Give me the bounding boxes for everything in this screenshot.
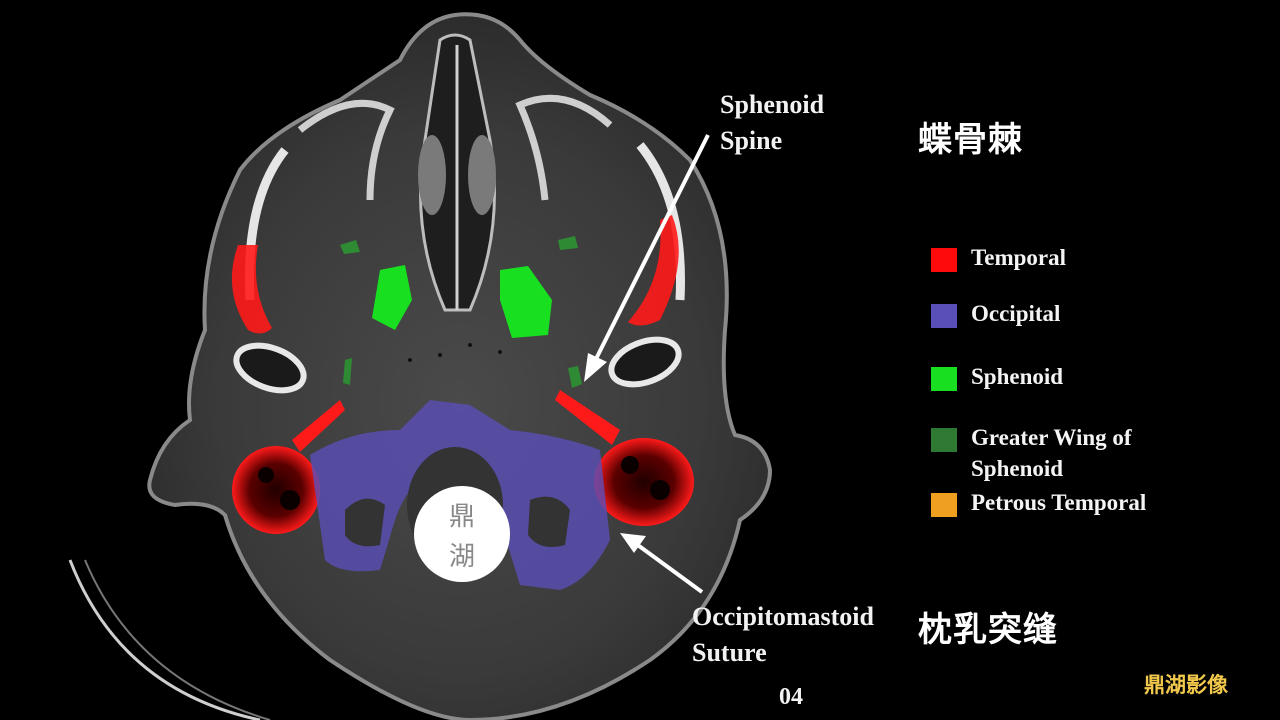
right-turbinate <box>468 135 496 215</box>
occipital-bone <box>310 400 610 590</box>
scanner-table-arc <box>68 559 261 720</box>
scanner-table-arc-inner <box>84 559 271 720</box>
sphenoid-spine-cn-label: 蝶骨棘 <box>918 120 1023 160</box>
occipitomastoid-label-line2: Suture <box>692 638 767 667</box>
right-orbit-wall <box>515 94 613 201</box>
left-small-sphenoid <box>343 358 352 385</box>
left-mandibular-condyle <box>233 342 307 394</box>
sphenoid-spine-label-line2: Spine <box>720 126 783 155</box>
legend-item-temporal: Temporal <box>931 242 1066 273</box>
right-mastoid <box>594 438 694 526</box>
right-sphenoid-pterygoid <box>500 266 552 338</box>
right-greater-wing <box>558 236 578 250</box>
sphenoid-spine-arrowhead <box>584 353 607 382</box>
occipitomastoid-label-line1: Occipitomastoid <box>692 602 874 631</box>
sphenoid-spine-label-line1: Sphenoid <box>720 90 825 119</box>
watermark-char-1: 鼎 <box>448 502 475 532</box>
bone-legend: Temporal Occipital Sphenoid Greater Wing… <box>931 238 1191 528</box>
occipitomastoid-cn-label: 枕乳突缝 <box>918 610 1058 650</box>
left-temporal-squama <box>231 245 272 334</box>
right-mandibular-condyle <box>608 336 682 388</box>
sphenoid-spine-mark <box>568 366 582 388</box>
legend-item-greater-wing: Greater Wing of Sphenoid <box>931 422 1132 484</box>
watermark-char-2: 湖 <box>448 542 475 572</box>
sphenoid-spine-arrow <box>591 134 710 366</box>
left-mastoid <box>232 446 320 534</box>
legend-swatch-temporal <box>931 248 957 272</box>
right-zygoma <box>636 142 685 301</box>
watermark-seal: 鼎 湖 <box>414 486 510 582</box>
legend-swatch-petrous <box>931 493 957 517</box>
legend-swatch-sphenoid <box>931 367 957 391</box>
legend-swatch-greater-wing <box>931 428 957 452</box>
occipitomastoid-arrow <box>633 541 704 594</box>
right-petrous-ridge <box>555 390 620 445</box>
legend-label-sphenoid: Sphenoid <box>971 364 1064 389</box>
left-orbit-wall <box>297 99 395 201</box>
legend-item-petrous: Petrous Temporal <box>931 487 1146 518</box>
brand-watermark: 鼎湖影像 <box>1144 673 1228 697</box>
legend-label-temporal: Temporal <box>971 245 1066 270</box>
left-petrous-ridge <box>292 400 345 452</box>
legend-item-sphenoid: Sphenoid <box>931 361 1063 392</box>
left-sphenoid-pterygoid <box>372 265 412 330</box>
legend-label-greater-wing: Greater Wing of Sphenoid <box>971 425 1132 481</box>
head-outline <box>147 12 773 720</box>
legend-label-petrous: Petrous Temporal <box>971 490 1147 515</box>
right-temporal-squama <box>628 215 679 326</box>
left-condyle-hole <box>345 498 385 547</box>
legend-label-occipital: Occipital <box>971 301 1061 326</box>
right-condyle-hole <box>528 496 570 548</box>
occipitomastoid-arrowhead <box>620 533 646 553</box>
legend-swatch-occipital <box>931 304 957 328</box>
legend-item-occipital: Occipital <box>931 298 1060 329</box>
left-turbinate <box>418 135 446 215</box>
left-greater-wing <box>340 240 360 254</box>
slice-number: 04 <box>779 684 803 710</box>
